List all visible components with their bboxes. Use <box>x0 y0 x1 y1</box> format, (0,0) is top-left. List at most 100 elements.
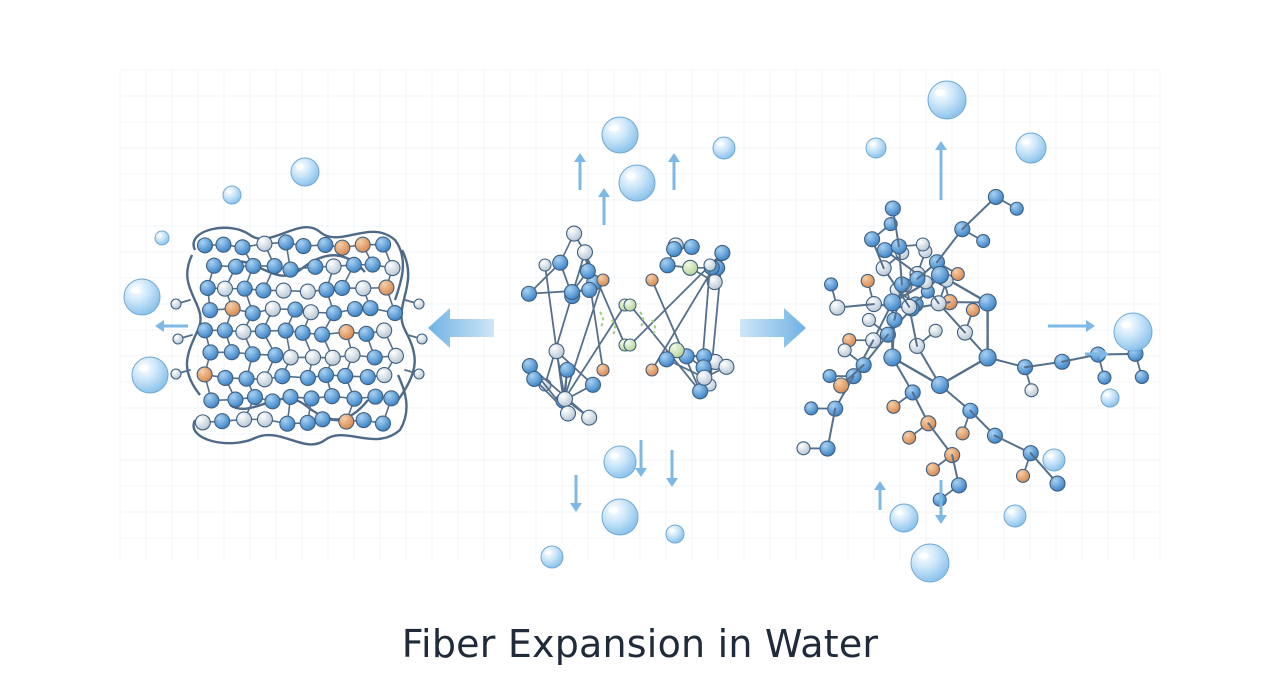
atom <box>526 370 543 388</box>
water-bubble-icon <box>123 278 161 316</box>
hydrogen-bond <box>651 319 656 337</box>
atom <box>355 280 372 297</box>
atom <box>965 302 980 317</box>
atom <box>596 363 610 377</box>
atom <box>366 349 383 366</box>
bond <box>629 304 702 393</box>
atom <box>287 301 304 318</box>
atom <box>883 348 902 367</box>
atom <box>282 261 299 278</box>
atom <box>224 300 241 317</box>
atom <box>244 346 261 363</box>
water-bubble-icon <box>601 498 639 536</box>
water-bubble-icon <box>290 157 320 187</box>
atom <box>884 200 901 217</box>
atom <box>303 390 320 407</box>
water-bubbles <box>123 80 1153 583</box>
water-bubble-icon <box>910 543 950 583</box>
atom <box>683 238 700 256</box>
atom <box>383 390 400 407</box>
atom <box>955 426 970 441</box>
atom <box>274 368 291 385</box>
atom <box>170 298 182 310</box>
atom <box>267 347 284 364</box>
water-bubble-icon <box>712 136 736 160</box>
bond <box>562 304 626 402</box>
small-arrow-icon <box>874 481 886 510</box>
atom <box>359 369 376 386</box>
atom <box>355 412 372 429</box>
atom <box>254 322 271 340</box>
atom <box>860 273 875 288</box>
atom <box>416 333 428 345</box>
atom <box>376 322 393 339</box>
atom <box>659 257 676 274</box>
atom <box>861 312 877 328</box>
atom <box>344 346 361 364</box>
expanded-fiber-network <box>796 188 1149 507</box>
atom <box>214 413 231 430</box>
atom <box>318 281 335 298</box>
atom <box>234 239 251 256</box>
water-bubble-icon <box>865 137 887 159</box>
atom <box>299 283 316 300</box>
atom <box>950 267 965 282</box>
atom <box>413 368 425 380</box>
atom <box>334 279 351 296</box>
small-arrow-icon <box>635 440 647 477</box>
atom <box>658 351 675 368</box>
atom <box>266 258 283 275</box>
bond <box>397 249 416 401</box>
atom <box>563 284 581 301</box>
atom <box>566 225 583 242</box>
water-bubble-icon <box>1100 388 1120 408</box>
atom <box>345 256 362 273</box>
bond <box>192 374 408 446</box>
background-grid <box>119 69 1161 560</box>
atom <box>354 236 371 253</box>
atom <box>299 369 316 387</box>
atom <box>202 344 219 361</box>
arrow-left-icon <box>428 308 494 348</box>
small-arrow-icon <box>935 480 947 524</box>
atom <box>264 300 281 317</box>
atom <box>314 326 331 343</box>
hydrogen-bond <box>611 319 616 337</box>
atom <box>714 244 731 262</box>
atom <box>277 234 294 251</box>
atom <box>682 259 699 276</box>
atom <box>552 254 569 271</box>
water-bubble-icon <box>154 230 170 246</box>
atom <box>362 300 379 317</box>
small-arrow-icon <box>155 320 188 332</box>
atom <box>645 273 659 287</box>
atom <box>227 391 244 408</box>
atom <box>346 300 364 318</box>
water-bubble-icon <box>1113 312 1153 352</box>
atom <box>804 401 819 416</box>
atom <box>318 366 335 384</box>
atom <box>915 237 930 252</box>
atom <box>696 369 713 386</box>
atom <box>559 361 576 378</box>
atom <box>346 390 363 407</box>
atom <box>1009 201 1024 216</box>
atom <box>584 376 602 393</box>
atom <box>201 302 219 319</box>
atom <box>196 366 213 383</box>
water-bubble-icon <box>601 116 639 154</box>
atom <box>338 323 355 341</box>
atom <box>376 367 393 384</box>
atom <box>294 324 311 341</box>
atom <box>338 413 355 430</box>
atom <box>837 343 852 358</box>
atom <box>375 236 392 253</box>
atom <box>864 231 881 248</box>
atom <box>386 305 404 322</box>
small-arrow-icon <box>570 475 582 512</box>
small-arrow-icon <box>668 153 680 190</box>
atom <box>194 414 211 431</box>
atom <box>378 279 395 296</box>
atom <box>216 322 233 339</box>
flow-arrows <box>155 141 1109 524</box>
